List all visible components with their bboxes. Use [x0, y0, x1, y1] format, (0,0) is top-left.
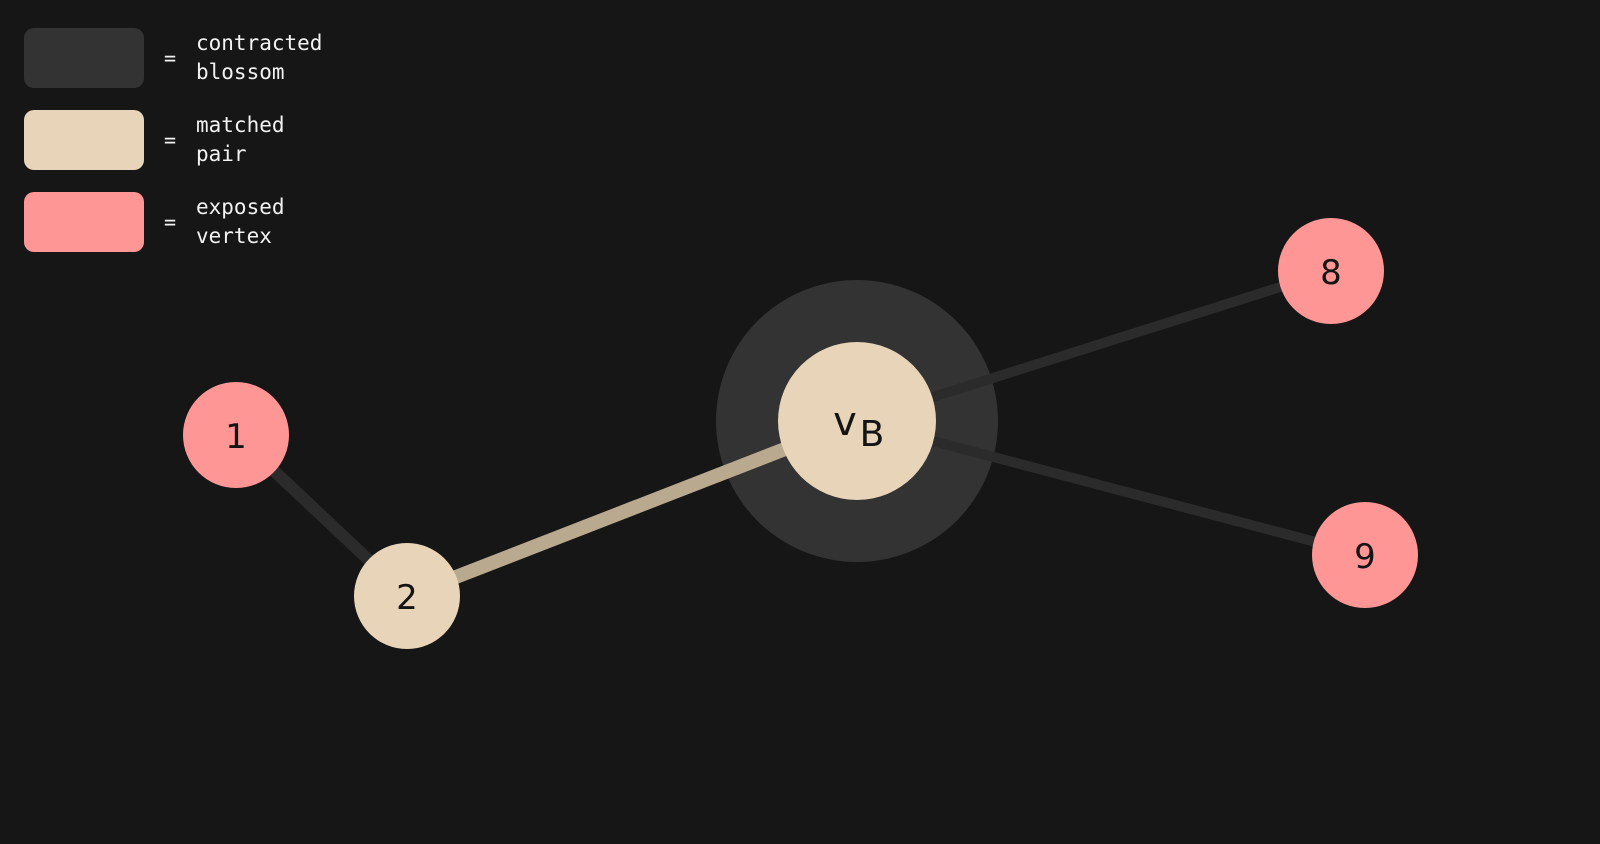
blossom-swatch: [24, 28, 144, 88]
equals-sign: =: [163, 210, 177, 234]
matched-swatch: [24, 110, 144, 170]
node-label: 2: [396, 578, 418, 618]
node-label: v: [833, 399, 857, 445]
equals-sign: =: [163, 128, 177, 152]
node-8[interactable]: 8: [1278, 218, 1384, 324]
exposed-swatch: [24, 192, 144, 252]
node-label: 9: [1354, 537, 1376, 577]
node-label: 8: [1320, 253, 1342, 293]
node-2[interactable]: 2: [354, 543, 460, 649]
node-label: 1: [225, 417, 247, 457]
node-vB[interactable]: v B: [778, 342, 936, 500]
equals-sign: =: [163, 46, 177, 70]
node-1[interactable]: 1: [183, 382, 289, 488]
svg-text:v: v: [833, 399, 857, 445]
edge-vB-9: [855, 416, 1367, 560]
edge-2-vB-matched: [404, 414, 860, 603]
edge-vB-8: [855, 266, 1333, 426]
node-9[interactable]: 9: [1312, 502, 1418, 608]
node-subscript: B: [860, 414, 885, 455]
